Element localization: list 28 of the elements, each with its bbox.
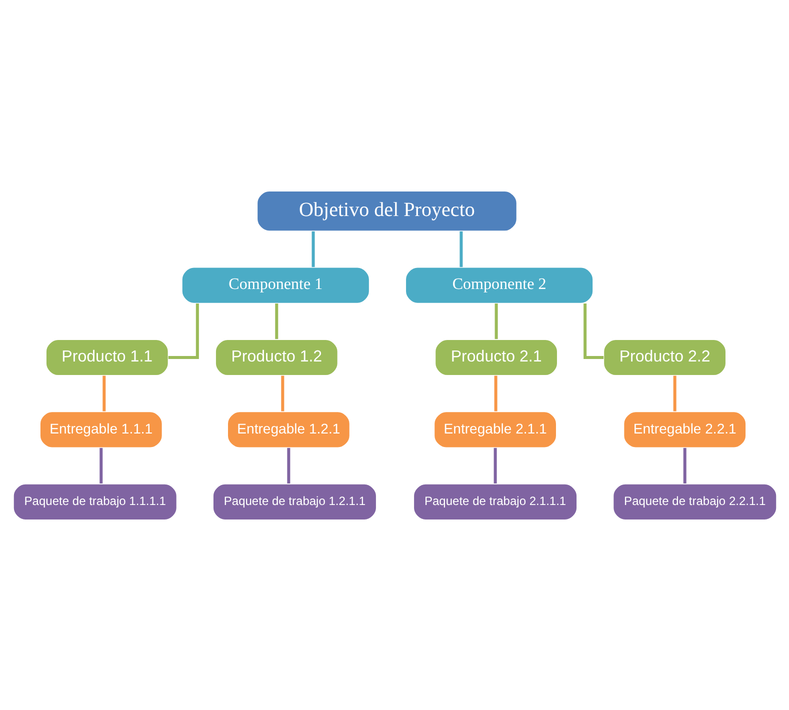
connector bbox=[168, 303, 198, 358]
connector bbox=[493, 447, 496, 483]
node-box: Paquete de trabajo 2.1.1.1 bbox=[412, 482, 578, 520]
connector bbox=[286, 447, 290, 483]
node-box: Producto 1.1 bbox=[44, 338, 168, 376]
connector bbox=[280, 375, 284, 411]
node-box: Componente 2 bbox=[404, 266, 594, 304]
connector bbox=[102, 375, 106, 411]
node-box: Entregable 2.1.1 bbox=[433, 410, 556, 448]
node-box: Entregable 1.1.1 bbox=[38, 410, 162, 448]
node-box: Producto 2.2 bbox=[602, 338, 726, 376]
connector bbox=[672, 375, 676, 411]
connector bbox=[494, 375, 497, 411]
connector bbox=[99, 447, 102, 483]
node-box: Paquete de trabajo 1.1.1.1 bbox=[12, 482, 177, 520]
connector bbox=[682, 447, 686, 483]
node-box: Producto 1.2 bbox=[214, 338, 338, 376]
connector bbox=[494, 303, 498, 339]
node-box: Objetivo del Proyecto bbox=[256, 190, 517, 232]
node-box: Entregable 1.2.1 bbox=[226, 410, 350, 448]
node-box: Paquete de trabajo 2.2.1.1 bbox=[612, 482, 777, 520]
connector bbox=[311, 230, 314, 267]
connector bbox=[274, 303, 278, 339]
node-box: Entregable 2.2.1 bbox=[622, 410, 746, 448]
connector bbox=[459, 230, 462, 267]
node-box: Producto 2.1 bbox=[434, 338, 558, 376]
node-box: Paquete de trabajo 1.2.1.1 bbox=[212, 482, 376, 520]
node-box: Componente 1 bbox=[180, 266, 370, 304]
